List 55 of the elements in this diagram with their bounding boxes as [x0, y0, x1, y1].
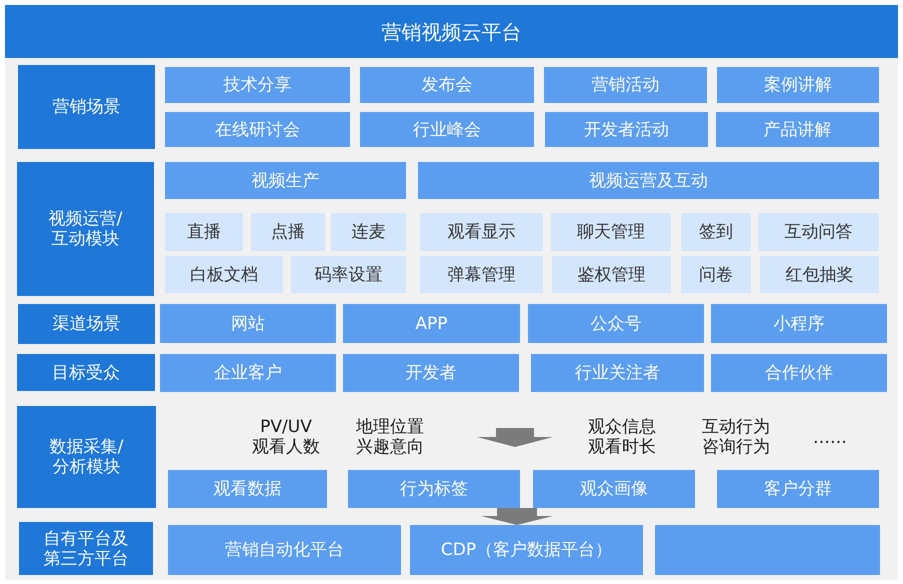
item-box: 公众号 [528, 304, 704, 343]
feature-box: 红包抽奖 [760, 256, 879, 293]
metric-label: 地理位置 [356, 417, 424, 437]
group-header-box: 视频生产 [165, 162, 406, 199]
feature-box: 点播 [251, 213, 325, 251]
metric-label: 观看时长 [588, 437, 656, 457]
item-box: 企业客户 [160, 354, 336, 392]
title-band: 营销视频云平台 [5, 5, 898, 58]
category-box: 视频运营/互动模块 [17, 162, 154, 296]
arrow [481, 508, 553, 525]
ellipsis-text: …… [813, 428, 847, 448]
item-box: 产品讲解 [716, 112, 879, 147]
feature-box: 弹幕管理 [420, 256, 543, 293]
item-box: 小程序 [711, 304, 887, 343]
feature-box: 码率设置 [291, 256, 406, 293]
metric-label: 兴趣意向 [356, 437, 424, 457]
item-box: 营销活动 [544, 67, 707, 103]
item-box: 案例讲解 [717, 67, 879, 103]
feature-box: 互动问答 [758, 213, 879, 251]
item-box: 观众画像 [533, 470, 695, 508]
category-box: 自有平台及第三方平台 [19, 522, 153, 575]
feature-box: 连麦 [331, 213, 406, 251]
metric-label: PV/UV [260, 417, 312, 437]
item-box: 网站 [160, 304, 336, 343]
platform-box [655, 525, 880, 575]
item-box: 行为标签 [348, 470, 520, 508]
feature-box: 鉴权管理 [552, 256, 671, 293]
group-header-box: 视频运营及互动 [418, 162, 879, 199]
item-box: 开发者 [343, 354, 519, 392]
feature-box: 聊天管理 [551, 213, 671, 251]
item-box: 行业峰会 [360, 112, 534, 147]
metric-label: 观看人数 [252, 437, 320, 457]
feature-box: 签到 [681, 213, 751, 251]
metric-label: 观众信息 [588, 417, 656, 437]
item-box: CDP（客户数据平台） [410, 525, 643, 575]
feature-box: 直播 [165, 213, 243, 251]
item-box: 行业关注者 [531, 354, 704, 392]
item-box: 观看数据 [168, 470, 327, 508]
feature-box: 观看显示 [420, 213, 543, 251]
item-box: 营销自动化平台 [168, 525, 401, 575]
item-box: 在线研讨会 [165, 112, 350, 147]
item-box: APP [343, 304, 520, 343]
feature-box: 问卷 [681, 256, 751, 293]
item-box: 客户分群 [717, 470, 879, 508]
item-box: 技术分享 [165, 67, 350, 103]
item-box: 发布会 [360, 67, 534, 103]
metric-label: 咨询行为 [702, 437, 770, 457]
category-box: 数据采集/分析模块 [17, 406, 156, 508]
category-box: 营销场景 [18, 65, 155, 149]
category-box: 目标受众 [17, 354, 155, 391]
category-box: 渠道场景 [18, 304, 155, 344]
item-box: 合作伙伴 [711, 354, 887, 392]
metric-label: 互动行为 [702, 417, 770, 437]
item-box: 开发者活动 [545, 112, 708, 147]
feature-box: 白板文档 [165, 256, 283, 293]
